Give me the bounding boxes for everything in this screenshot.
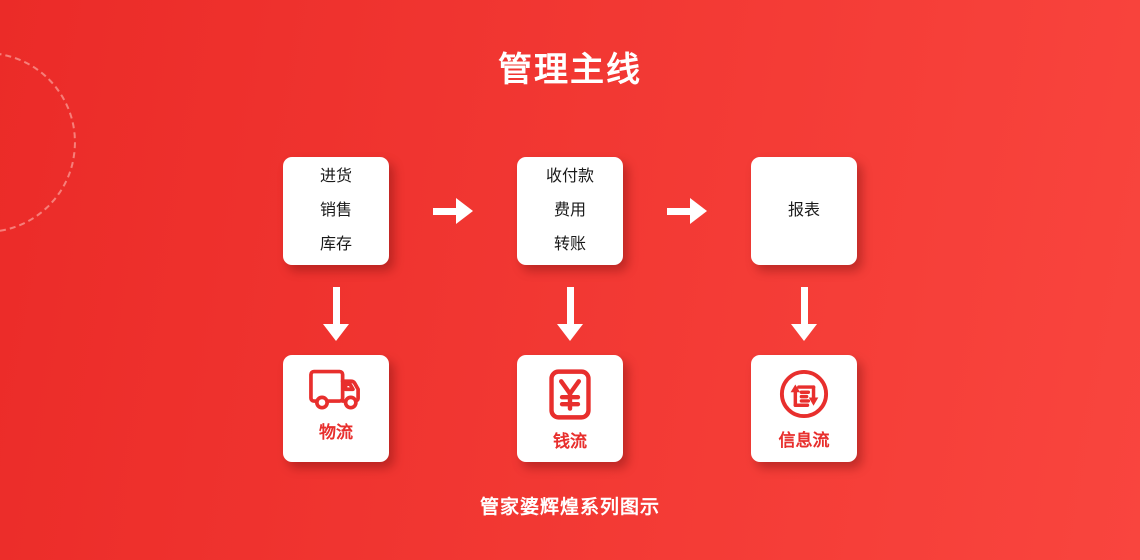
stream-box-logistics: 物流 <box>283 355 389 462</box>
stream-label: 钱流 <box>553 432 587 451</box>
diagram-title: 管理主线 <box>498 51 642 89</box>
arrow-stem <box>433 207 456 215</box>
box-line: 报表 <box>787 202 820 219</box>
arrow-head <box>323 324 349 341</box>
stream-label: 物流 <box>319 423 353 442</box>
arrow-down-icon <box>791 287 817 341</box>
arrow-right-icon <box>433 157 473 265</box>
box-line: 收付款 <box>545 168 594 185</box>
down-arrow-cell <box>751 287 857 341</box>
arrow-down-icon <box>557 287 583 341</box>
stream-label: 信息流 <box>778 431 830 450</box>
arrow-head <box>456 198 473 224</box>
box-line: 库存 <box>319 236 352 253</box>
down-arrow-cell <box>283 287 389 341</box>
process-row: 进货 销售 库存 收付款 费用 转账 报表 <box>0 157 1140 265</box>
diagram-caption: 管家婆辉煌系列图示 <box>479 497 660 518</box>
stream-box-money: 钱流 <box>517 355 623 462</box>
arrow-stem <box>566 287 574 324</box>
arrow-head <box>791 324 817 341</box>
arrow-stem <box>332 287 340 324</box>
arrow-right-icon <box>667 157 707 265</box>
box-line: 费用 <box>553 202 586 219</box>
down-arrows-row <box>0 287 1140 341</box>
box-line: 进货 <box>319 168 352 185</box>
arrow-stem <box>800 287 808 324</box>
arrow-head <box>690 198 707 224</box>
arrow-down-icon <box>323 287 349 341</box>
flow-box-reports: 报表 <box>751 157 857 265</box>
down-arrow-cell <box>517 287 623 341</box>
stream-row: 物流 钱流 <box>0 355 1140 462</box>
info-cycle-icon <box>779 369 829 419</box>
flow-box-purchase-sales-inventory: 进货 销售 库存 <box>283 157 389 265</box>
arrow-head <box>557 324 583 341</box>
stream-box-information: 信息流 <box>751 355 857 462</box>
box-line: 转账 <box>553 236 586 253</box>
box-line: 销售 <box>319 202 352 219</box>
flow-box-payments-expenses-transfer: 收付款 费用 转账 <box>517 157 623 265</box>
truck-icon <box>309 369 360 410</box>
yuan-icon <box>549 369 591 420</box>
arrow-stem <box>667 207 690 215</box>
